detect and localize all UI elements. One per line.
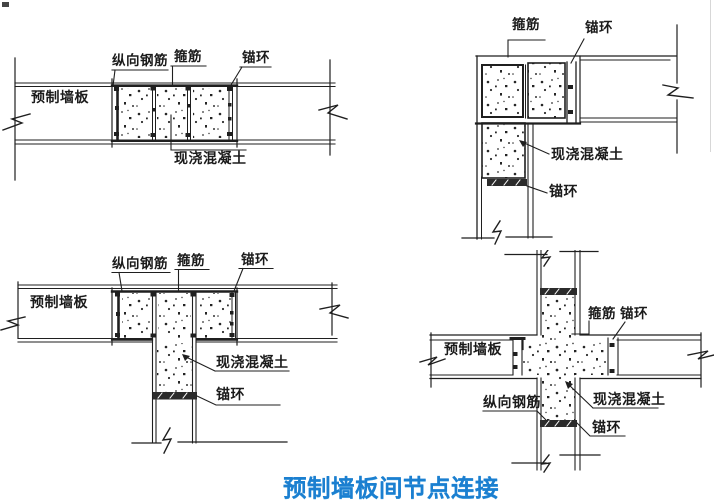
- callout-anchor-ring-lower: 锚环: [549, 184, 578, 200]
- callout-anchor-ring-lower: 锚环: [216, 387, 245, 403]
- figure-title: 预制墙板间节点连接: [283, 474, 499, 500]
- diagram-straight-joint: 纵向钢筋 箍筋 锚环 预制墙板 现浇混凝土: [0, 40, 352, 182]
- scan-speck: [2, 2, 9, 7]
- callout-cast-in-place: 现浇混凝土: [216, 355, 289, 371]
- callout-stirrup: 箍筋: [177, 253, 205, 269]
- diagram-corner-joint: 箍筋 锚环 现浇混凝土 锚环: [430, 8, 714, 253]
- callout-stirrup: 箍筋: [588, 306, 616, 322]
- callout-anchor-ring: 锚环: [585, 20, 613, 36]
- callout-stirrup: 箍筋: [174, 49, 202, 65]
- callout-anchor-ring: 锚环: [242, 50, 270, 66]
- corner-joint-drawing: [461, 24, 694, 245]
- callout-cast-in-place: 现浇混凝土: [174, 151, 247, 167]
- callout-anchor-ring: 锚环: [620, 306, 648, 322]
- diagram-tee-joint: 纵向钢筋 箍筋 锚环 预制墙板 现浇混凝土 锚环: [0, 250, 352, 465]
- callout-cast-in-place: 现浇混凝土: [551, 147, 624, 163]
- callout-precast-panel: 预制墙板: [444, 342, 502, 358]
- callout-cast-in-place: 现浇混凝土: [593, 392, 666, 408]
- diagram-cross-joint: 箍筋 锚环 预制墙板 纵向钢筋 现浇混凝土 锚环: [418, 250, 714, 478]
- callout-longitudinal-rebar: 纵向钢筋: [112, 256, 168, 272]
- cross-joint-drawing: [419, 250, 714, 473]
- callout-precast-panel: 预制墙板: [31, 90, 89, 106]
- callout-longitudinal-rebar: 纵向钢筋: [483, 395, 541, 411]
- tee-joint-drawing: [0, 267, 349, 454]
- callout-stirrup: 箍筋: [512, 17, 540, 33]
- callout-longitudinal-rebar: 纵向钢筋: [112, 53, 168, 69]
- callout-precast-panel: 预制墙板: [30, 295, 88, 311]
- straight-joint-drawing: [2, 57, 348, 181]
- callout-anchor-ring: 锚环: [241, 252, 269, 268]
- scan-edge-line: [710, 0, 711, 152]
- callout-anchor-ring-lower: 锚环: [592, 420, 621, 436]
